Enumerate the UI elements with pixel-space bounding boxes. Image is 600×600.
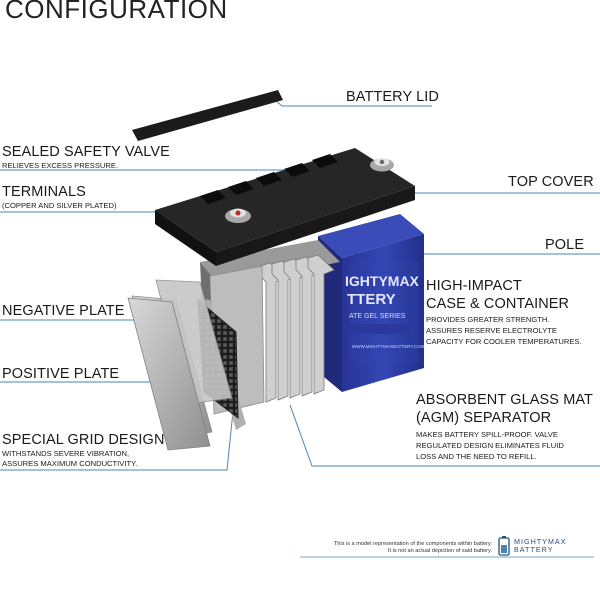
label-agm-desc-1: MAKES BATTERY SPILL-PROOF. VALVE xyxy=(416,430,558,439)
brand-logo-line-1: MIGHTYMAX xyxy=(514,537,567,546)
label-negative-plate: NEGATIVE PLATE xyxy=(2,303,125,319)
battery-lid-part xyxy=(132,90,283,141)
disclaimer: This is a model representation of the co… xyxy=(280,541,492,555)
label-grid-desc-2: ASSURES MAXIMUM CONDUCTIVITY. xyxy=(2,459,138,468)
label-sealed-safety-valve-desc: RELIEVES EXCESS PRESSURE. xyxy=(2,161,119,170)
leader-agm-separator xyxy=(289,404,600,467)
label-agm-line2: (AGM) SEPARATOR xyxy=(416,410,552,426)
label-agm-desc-3: LOSS AND THE NEED TO REFILL. xyxy=(416,452,537,461)
label-terminals: TERMINALS xyxy=(2,184,86,200)
label-special-grid-design: SPECIAL GRID DESIGN xyxy=(2,432,165,448)
page-title: CONFIGURATION xyxy=(5,0,228,24)
label-case-line2: CASE & CONTAINER xyxy=(426,296,570,312)
label-case-line1: HIGH-IMPACT xyxy=(426,278,522,294)
disclaimer-line-2: It is not an actual depiction of said ba… xyxy=(387,548,492,554)
disclaimer-line-1: This is a model representation of the co… xyxy=(333,541,492,547)
plate-fins xyxy=(259,254,335,403)
terminal-negative xyxy=(225,208,251,223)
label-grid-desc-1: WITHSTANDS SEVERE VIBRATION, xyxy=(2,449,130,458)
brand-logo: MIGHTYMAX BATTERY xyxy=(498,536,567,556)
label-case-desc-2: ASSURES RESERVE ELECTROLYTE xyxy=(426,326,557,335)
label-agm-desc-2: REGULATED DESIGN ELIMINATES FLUID xyxy=(416,441,564,450)
label-sealed-safety-valve: SEALED SAFETY VALVE xyxy=(2,144,170,160)
svg-text:WWW.MIGHTYMAXBATTERY.COM: WWW.MIGHTYMAXBATTERY.COM xyxy=(352,344,425,349)
label-battery-lid: BATTERY LID xyxy=(346,89,439,105)
label-pole: POLE xyxy=(545,237,585,253)
negative-plate-front xyxy=(127,297,211,451)
label-case-desc-3: CAPACITY FOR COOLER TEMPERATURES. xyxy=(426,337,582,346)
svg-text:ATE GEL SERIES: ATE GEL SERIES xyxy=(349,313,406,320)
label-agm-line1: ABSORBENT GLASS MAT xyxy=(416,392,594,408)
top-cover-part xyxy=(155,148,415,266)
leader-battery-lid xyxy=(274,99,432,107)
terminal-positive xyxy=(370,158,394,172)
label-terminals-desc: (COPPER AND SILVER PLATED) xyxy=(2,201,117,210)
battery-icon xyxy=(498,536,510,556)
svg-text:TTERY: TTERY xyxy=(347,291,396,308)
label-top-cover: TOP COVER xyxy=(508,174,594,190)
brand-logo-line-2: BATTERY xyxy=(514,545,554,554)
svg-text:IGHTYMAX: IGHTYMAX xyxy=(345,273,420,289)
label-positive-plate: POSITIVE PLATE xyxy=(2,366,120,382)
label-case-desc-1: PROVIDES GREATER STRENGTH. xyxy=(426,315,550,324)
